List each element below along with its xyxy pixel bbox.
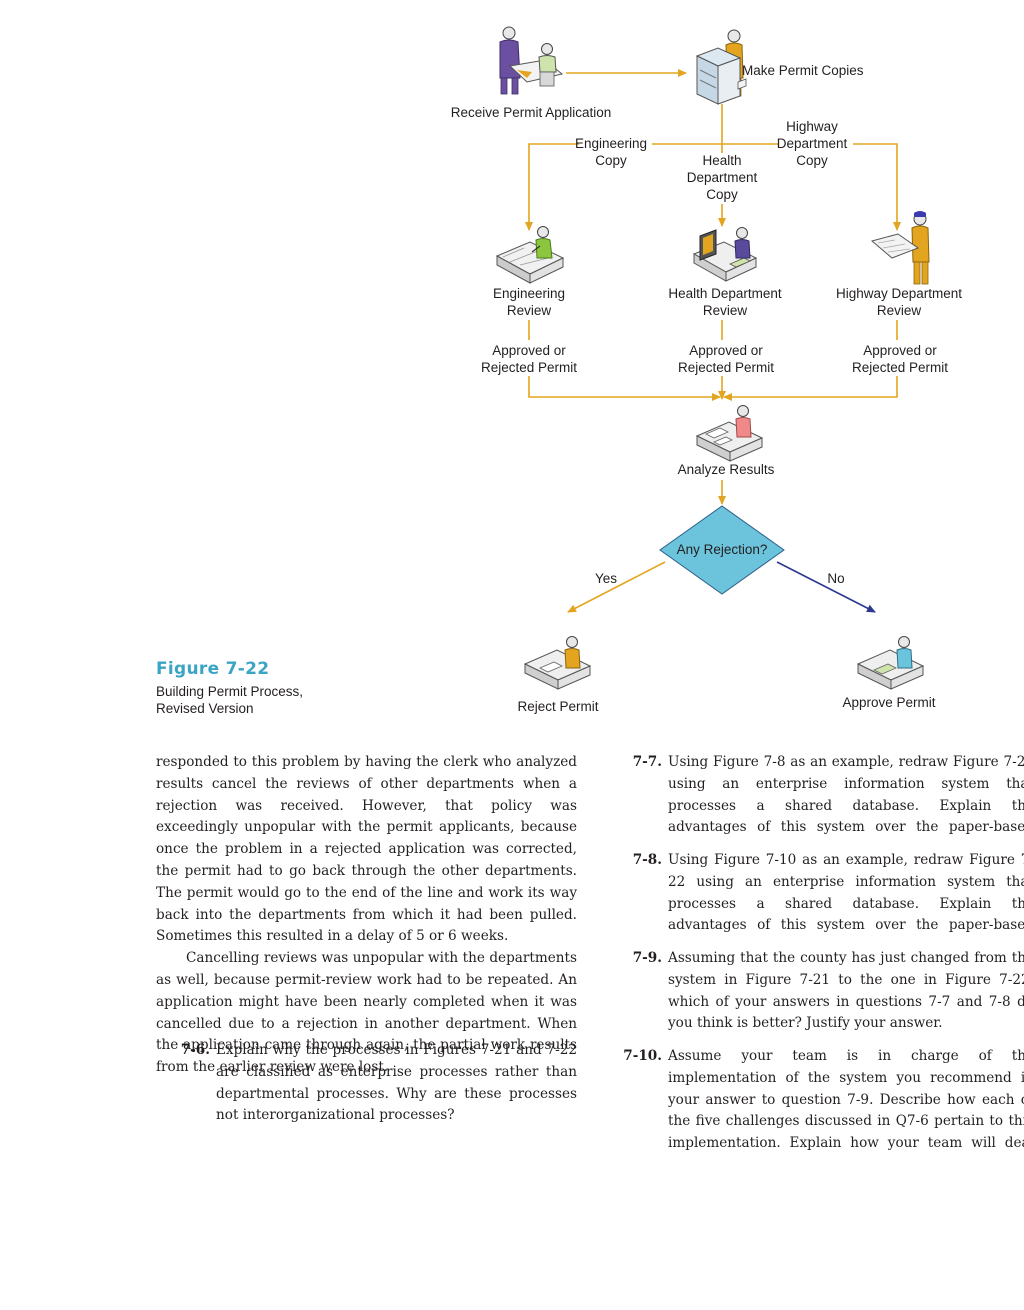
reject-permit-label: Reject Permit <box>517 699 599 714</box>
eng-copy-branch <box>525 143 579 231</box>
flow-connectors <box>525 69 901 613</box>
highway-reviewer-icon <box>870 211 930 285</box>
question-number: 7-9. <box>632 950 662 966</box>
question-number: 7-6. <box>180 1042 210 1058</box>
question-text: Using Figure 7-8 as an example, redraw F… <box>668 754 1024 842</box>
make-copies-label: Make Permit Copies <box>742 63 864 78</box>
question-number: 7-7. <box>632 754 662 770</box>
question-7-9: 7-9. Assuming that the county has just c… <box>612 948 1024 1038</box>
reject-clerk-icon <box>523 636 592 690</box>
decision-diamond <box>659 505 785 595</box>
question-text: Assuming that the county has just change… <box>668 950 1024 1032</box>
eng-result-merge <box>528 376 721 401</box>
yes-label: Yes <box>594 571 618 586</box>
left-column-body: responded to this problem by having the … <box>156 752 577 1079</box>
question-7-8: 7-8. Using Figure 7-10 as an example, re… <box>612 850 1024 940</box>
no-label: No <box>827 571 845 586</box>
question-text: Using Figure 7-10 as an example, redraw … <box>668 852 1024 940</box>
decision-label: Any Rejection? <box>676 542 768 557</box>
question-7-7: 7-7. Using Figure 7-8 as an example, red… <box>612 752 1024 842</box>
figure-caption: Building Permit Process, Revised Version <box>156 684 304 716</box>
highway-result-merge <box>723 376 898 401</box>
question-7-6: 7-6. Explain why the processes in Figure… <box>156 1040 577 1130</box>
engineer-icon <box>495 226 565 284</box>
approve-clerk-icon <box>856 636 925 690</box>
paragraph: responded to this problem by having the … <box>156 754 577 945</box>
question-text: Assume your team is in charge of the imp… <box>668 1048 1024 1158</box>
receive-permit-label: Receive Permit Application <box>450 105 612 120</box>
paragraph: Cancelling reviews was unpopular with th… <box>156 950 577 1076</box>
health-reviewer-icon <box>692 227 758 282</box>
approve-permit-label: Approve Permit <box>842 695 936 710</box>
analyze-results-label: Analyze Results <box>677 462 775 477</box>
highway-copy-branch <box>853 143 901 231</box>
clerk-receiving-icon <box>499 26 564 95</box>
question-number: 7-8. <box>632 852 662 868</box>
yes-arrow <box>567 561 666 613</box>
analyst-icon <box>695 405 764 462</box>
question-number: 7-10. <box>623 1048 662 1064</box>
question-7-10: 7-10. Assume your team is in charge of t… <box>612 1046 1024 1158</box>
figure-number: Figure 7-22 <box>156 659 270 679</box>
no-arrow <box>776 561 876 613</box>
question-text: Explain why the processes in Figures 7-2… <box>216 1042 577 1124</box>
copier-icon <box>695 29 747 105</box>
building-permit-flow-diagram <box>495 26 930 690</box>
